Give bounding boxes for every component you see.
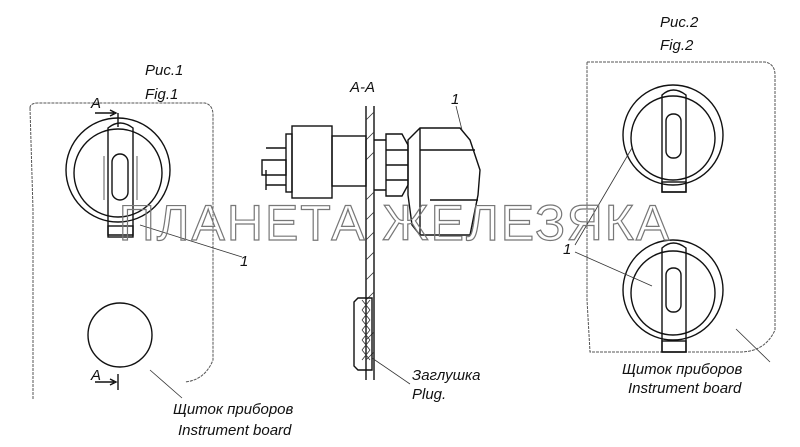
fig1-section-mark-bottom: A [90,367,101,384]
watermark: ПЛАНЕТА ЖЕЛЕЗЯКА [119,195,671,251]
fig2-instrument-panel-outline [586,61,776,353]
plug-label-ru: Заглушка [412,367,480,384]
section-switch-knob [407,127,481,236]
section-title: A-A [349,79,375,96]
fig1-board-en: Instrument board [178,422,292,439]
fig2-callout-leader-top [574,147,633,246]
section-arrow-top [95,109,119,127]
fig1-board-ru: Щиток приборов [173,401,294,418]
fig1-title-ru: Рис.1 [145,62,183,79]
fig1-plug-hole [87,302,153,368]
fig1-instrument-panel-outline [29,102,214,400]
fig2-title-ru: Рис.2 [660,14,699,31]
fig2-switch-knob-bottom [622,239,724,353]
fig1-callout-leader [139,224,243,258]
fig2-board-ru: Щиток приборов [622,361,743,378]
fig2-board-leader [735,328,771,363]
fig1-board-leader [149,369,183,399]
section-a-a: A-A 1 Заглушка Plug. [261,79,481,403]
switch-body-section [261,125,409,199]
plug-leader [371,357,411,385]
figure-1: Рис.1 Fig.1 A 1 A Щиток приборов Instrum… [29,62,294,439]
section-callout-leader [455,105,463,131]
section-callout: 1 [451,91,459,108]
fig1-switch-knob [65,117,171,238]
fig2-board-en: Instrument board [628,380,742,397]
fig2-callout: 1 [563,241,571,258]
plug-label-en: Plug. [412,386,446,403]
figure-2: Рис.2 Fig.2 1 Щиток приборов Instrument … [563,14,776,397]
fig2-title-en: Fig.2 [660,37,694,54]
fig1-callout: 1 [240,253,248,270]
plug-part [353,297,373,371]
fig1-title-en: Fig.1 [145,86,178,103]
section-arrow-bottom [95,374,119,390]
fig2-callout-leader-bottom [574,251,653,287]
fig2-switch-knob-top [622,84,724,193]
fig1-section-mark-top: A [90,95,101,112]
